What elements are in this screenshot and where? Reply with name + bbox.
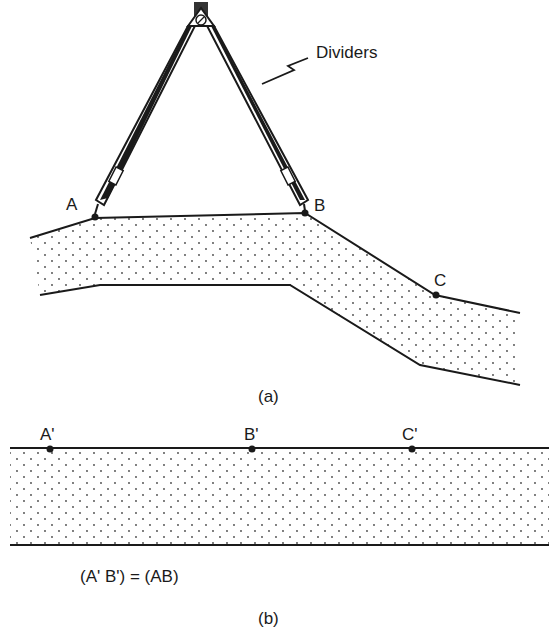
dividers-tool: [95, 2, 308, 214]
stippled-band: [10, 448, 549, 545]
point-label: B': [244, 426, 259, 443]
point-label: A': [40, 426, 55, 443]
subfigure-label: (a): [258, 388, 279, 405]
point: [302, 210, 309, 217]
point-label: C: [434, 272, 446, 289]
point: [92, 214, 99, 221]
point-label: C': [402, 426, 418, 443]
band-edge: [10, 447, 549, 449]
point-label: B: [314, 197, 325, 214]
callout-label: Dividers: [316, 44, 377, 61]
leader-line: [262, 58, 308, 84]
band-edge: [30, 213, 520, 313]
point: [249, 446, 256, 453]
point: [47, 446, 54, 453]
equation-label: (A' B') = (AB): [80, 568, 179, 585]
subfigure-label: (b): [258, 610, 279, 627]
band-edge: [40, 285, 520, 385]
band-edge: [10, 544, 549, 546]
stippled-band: [30, 213, 520, 385]
point: [409, 446, 416, 453]
point: [433, 292, 440, 299]
point-label: A: [66, 196, 77, 213]
